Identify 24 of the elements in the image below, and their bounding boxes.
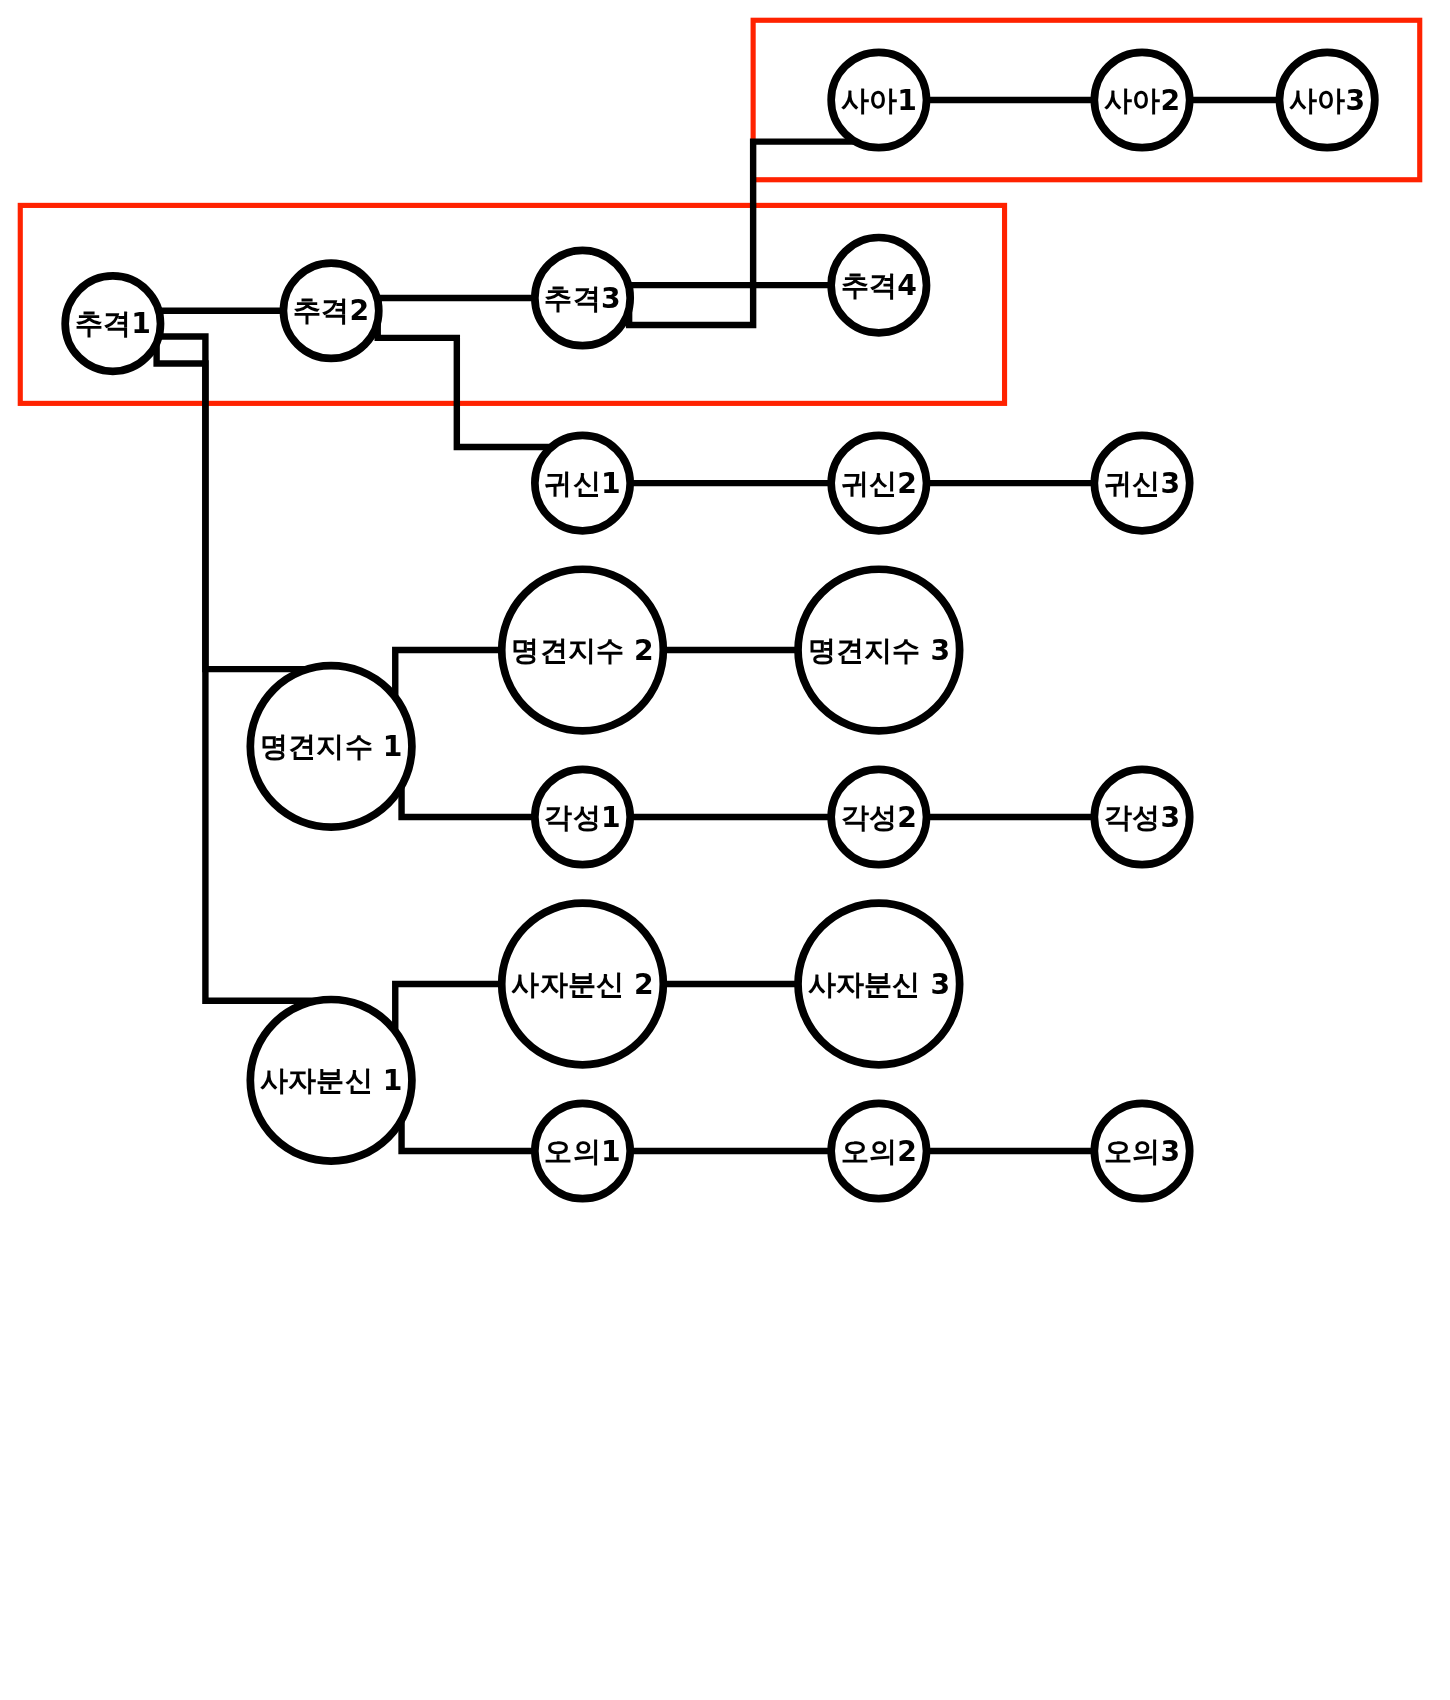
- node-circle: 오의1: [531, 1099, 635, 1203]
- node-circle: 사자분신 2: [497, 899, 668, 1069]
- cluster: [750, 17, 1423, 183]
- node-circle: 사자분신 3: [794, 899, 964, 1069]
- node-circle: 귀신3: [1090, 431, 1194, 535]
- node-circle: 사자분신 1: [246, 995, 416, 1165]
- node-circle: 사아2: [1090, 48, 1194, 152]
- node-circle: 명견지수 3: [794, 565, 964, 735]
- node-circle: 추격4: [827, 233, 931, 337]
- node-circle: 각성1: [531, 765, 635, 869]
- node-circle: 각성2: [827, 765, 931, 869]
- node-circle: 추격3: [531, 246, 635, 350]
- cluster: [17, 202, 1008, 406]
- node-circle: 명견지수 1: [246, 661, 416, 832]
- node-circle: 명견지수 2: [497, 565, 668, 735]
- node-circle: 각성3: [1090, 765, 1194, 869]
- node-circle: 사아1: [827, 48, 931, 152]
- node-circle: 추격1: [61, 272, 165, 376]
- node-circle: 귀신2: [827, 431, 931, 535]
- node-circle: 귀신1: [531, 431, 635, 535]
- node-circle: 오의3: [1090, 1099, 1194, 1203]
- node-circle: 사아3: [1275, 48, 1379, 152]
- node-circle: 추격2: [279, 259, 383, 363]
- node-circle: 오의2: [827, 1099, 931, 1203]
